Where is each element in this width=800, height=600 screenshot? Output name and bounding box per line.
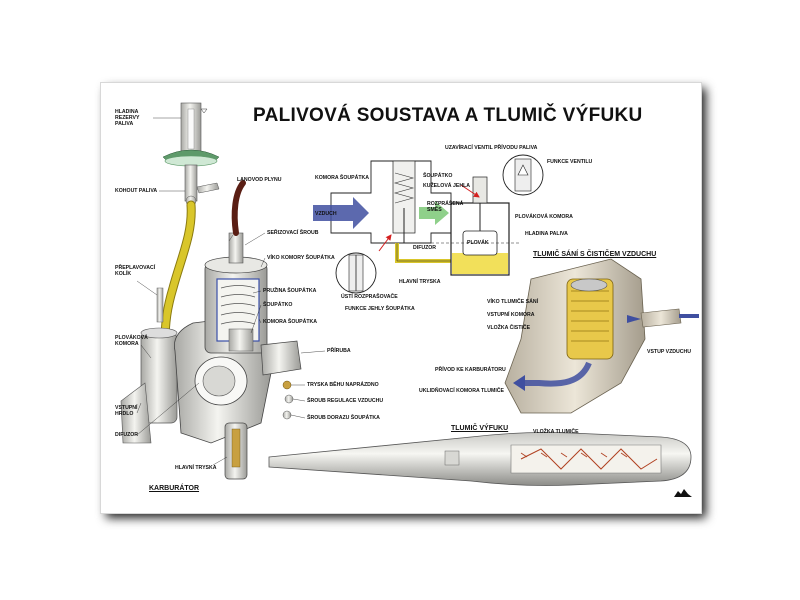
label-slide-stop-screw: ŠROUB DORAZU ŠOUPÁTKA bbox=[307, 415, 380, 421]
label-diffuser: DIFUZOR bbox=[115, 432, 139, 438]
label-exhaust-insert: VLOŽKA TLUMIČE bbox=[533, 429, 579, 435]
label-calming-chamber: UKLIDŇOVACÍ KOMORA TLUMIČE bbox=[419, 388, 505, 394]
fuel-tap bbox=[184, 164, 198, 202]
label-flange: PŘÍRUBA bbox=[327, 348, 351, 354]
fuel-hose bbox=[161, 201, 195, 347]
label-schematic-nozzle: ÚSTÍ ROZPRAŠOVAČE bbox=[341, 294, 398, 300]
label-schematic-main-jet: HLAVNÍ TRYSKA bbox=[399, 279, 441, 285]
flange bbox=[260, 340, 302, 376]
carburetor-schematic bbox=[313, 154, 544, 294]
label-adjusting-screw: SEŘIZOVACÍ ŠROUB bbox=[267, 230, 319, 236]
section-exhaust: TLUMIČ VÝFUKU bbox=[451, 425, 509, 432]
label-throttle-cable: LANOVOD PLYNU bbox=[237, 177, 282, 183]
label-schematic-slide-chamber: KOMORA ŠOUPÁTKA bbox=[315, 175, 369, 181]
exhaust-insert bbox=[510, 444, 662, 474]
label-intake-cover: VÍKO TLUMIČE SÁNÍ bbox=[487, 299, 539, 305]
label-tickler-pin: PŘEPLAVOVACÍ KOLÍK bbox=[115, 265, 156, 277]
label-fuel-tap: KOHOUT PALIVA bbox=[115, 188, 158, 194]
label-schematic-mixture: ROZPRÁŠENÁ SMĚS bbox=[427, 201, 464, 213]
carburetor-illustration bbox=[120, 102, 302, 480]
label-chamber-cover: VÍKO KOMORY ŠOUPÁTKA bbox=[267, 255, 335, 261]
section-air-intake: TLUMIČ SÁNÍ S ČISTIČEM VZDUCHU bbox=[533, 251, 657, 258]
air-arrow bbox=[313, 197, 369, 229]
leader-lines bbox=[136, 117, 326, 466]
label-intake-neck: VSTUPNÍ HRDLO bbox=[115, 405, 138, 417]
poster-illustrations bbox=[120, 102, 699, 486]
label-intake-chamber: VSTUPNÍ KOMORA bbox=[487, 312, 535, 318]
air-inlet-pipe bbox=[640, 308, 682, 328]
label-schematic-float-chamber: PLOVÁKOVÁ KOMORA bbox=[515, 214, 573, 220]
section-carburetor: KARBURÁTOR bbox=[149, 485, 200, 492]
label-schematic-air: VZDUCH bbox=[315, 211, 337, 217]
label-float-chamber: PLOVÁKOVÁ KOMORA bbox=[115, 335, 148, 347]
label-slide: ŠOUPÁTKO bbox=[263, 302, 293, 308]
label-schematic-slide: ŠOUPÁTKO bbox=[423, 173, 453, 179]
label-slide-chamber: KOMORA ŠOUPÁTKA bbox=[263, 319, 317, 325]
label-schematic-needle-function: FUNKCE JEHLY ŠOUPÁTKA bbox=[345, 306, 415, 312]
label-idle-jet: TRYSKA BĚHU NAPRÁZDNO bbox=[307, 382, 379, 388]
label-reserve-level: HLADINA REZERVY PALIVA bbox=[115, 109, 140, 127]
label-filter-insert: VLOŽKA ČISTIČE bbox=[487, 325, 531, 331]
mixture-arrow bbox=[419, 201, 449, 225]
label-slide-spring: PRUŽINA ŠOUPÁTKA bbox=[263, 288, 317, 294]
label-air-screw: ŠROUB REGULACE VZDUCHU bbox=[307, 398, 384, 404]
label-air-inlet: VSTUP VZDUCHU bbox=[647, 349, 692, 355]
slide-spring bbox=[220, 285, 256, 325]
poster: PALIVOVÁ SOUSTAVA A TLUMIČ VÝFUKU KARBUR… bbox=[100, 82, 702, 514]
throttle-slide bbox=[228, 328, 254, 352]
label-schematic-fuel-level: HLADINA PALIVA bbox=[525, 231, 568, 237]
intake-flow-arrow bbox=[521, 361, 592, 387]
publisher-logo-icon bbox=[674, 489, 692, 497]
label-schematic-float: PLOVÁK bbox=[467, 240, 489, 246]
label-schematic-diffuser: DIFUZOR bbox=[413, 245, 437, 251]
exhaust-silencer-illustration bbox=[268, 432, 692, 486]
air-intake-silencer-illustration bbox=[504, 258, 699, 414]
label-schematic-needle: KUŽELOVÁ JEHLA bbox=[423, 183, 470, 189]
intake-neck bbox=[120, 382, 152, 444]
throttle-cable bbox=[231, 180, 246, 236]
label-carburetor-feed: PŘÍVOD KE KARBURÁTORU bbox=[435, 367, 506, 373]
label-schematic-valve-function: FUNKCE VENTILU bbox=[547, 159, 593, 165]
poster-title: PALIVOVÁ SOUSTAVA A TLUMIČ VÝFUKU bbox=[253, 105, 643, 126]
label-schematic-shutoff-valve: UZAVÍRACÍ VENTIL PŘÍVODU PALIVA bbox=[445, 145, 538, 151]
label-main-jet: HLAVNÍ TRYSKA bbox=[175, 465, 217, 471]
